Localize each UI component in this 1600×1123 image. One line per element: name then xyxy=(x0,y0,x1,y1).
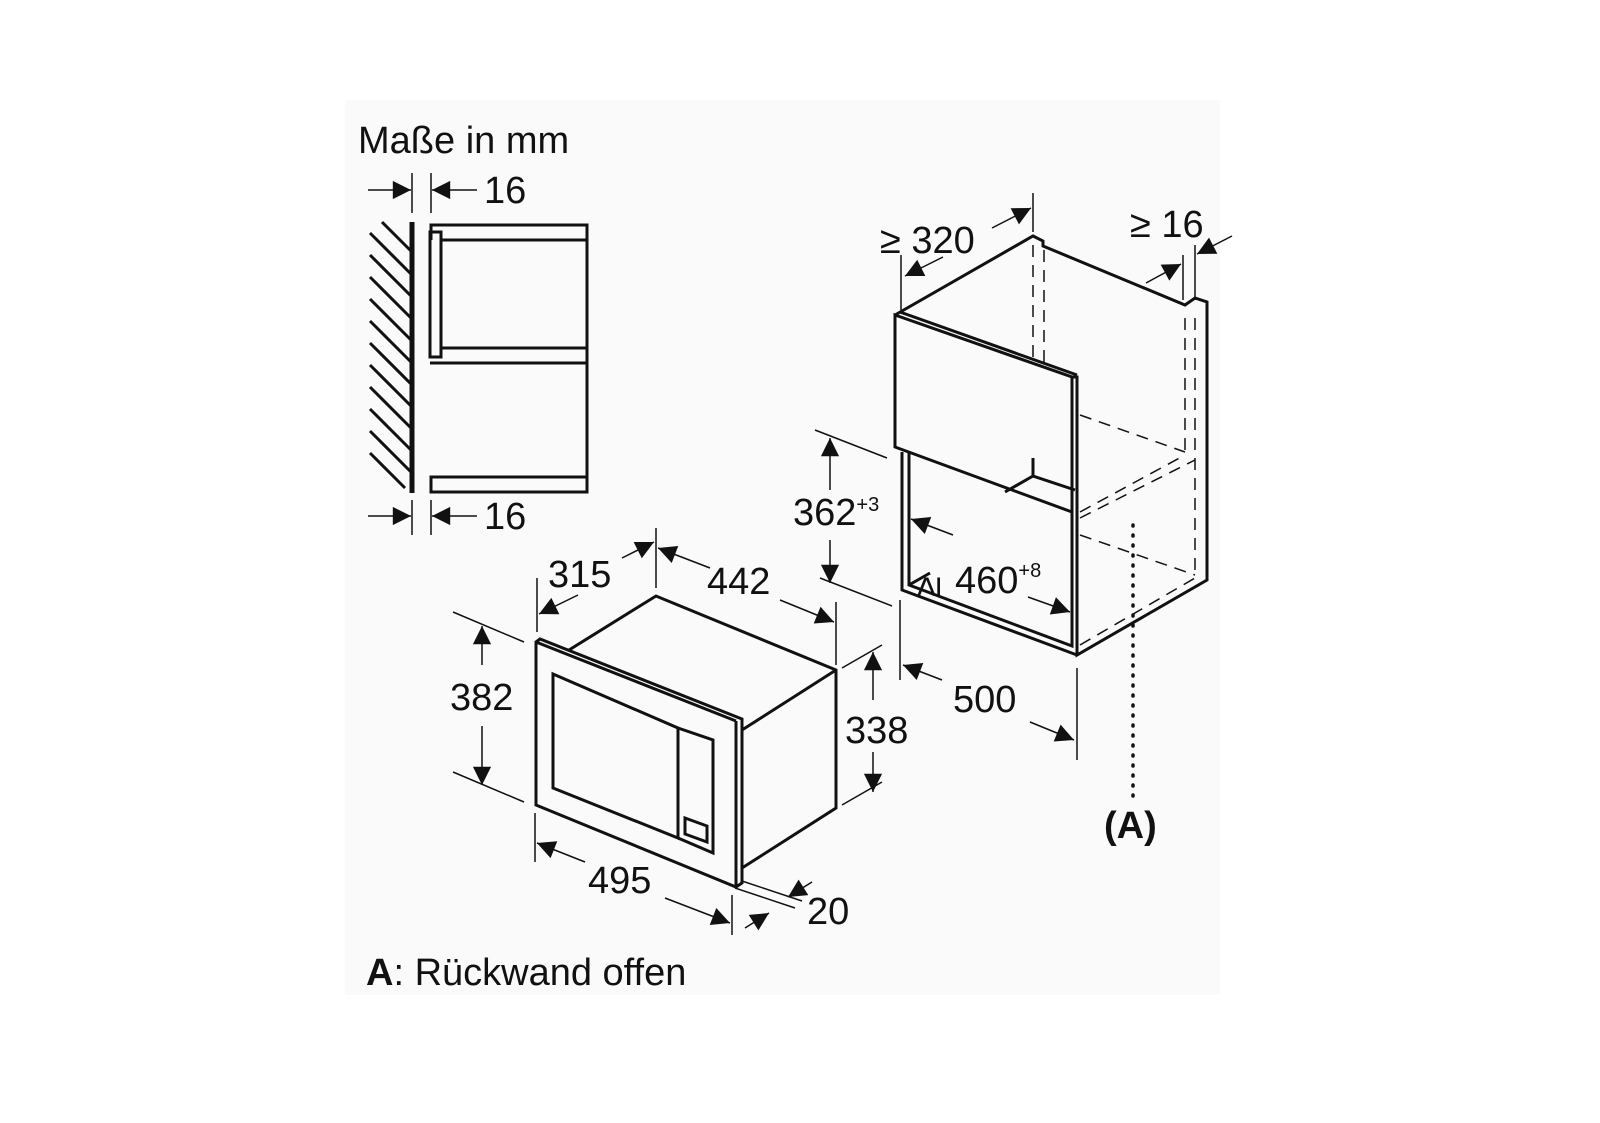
wall-cabinet: ≥ 320 ≥ 16 362+3 ≥ 460+8 500 (A) xyxy=(793,193,1233,847)
width-495-label: 495 xyxy=(588,860,651,902)
rear-gap-dimension: ≥ 16 xyxy=(1130,204,1233,300)
width-442-dimension: 442 xyxy=(657,546,837,665)
microwave: 315 442 382 338 495 xyxy=(450,528,908,935)
height-338-dimension: 338 xyxy=(841,644,908,806)
cabinet-side-section xyxy=(428,223,589,494)
height-338-label: 338 xyxy=(845,710,908,752)
front-frame xyxy=(534,637,744,889)
depth-315-label: 315 xyxy=(548,554,611,596)
thickness-20-label: 20 xyxy=(807,891,849,933)
height-382-label: 382 xyxy=(450,677,513,719)
units-title: Maße in mm xyxy=(358,120,569,162)
depth-315-dimension: 315 xyxy=(536,528,657,632)
width-495-dimension: 495 xyxy=(534,813,733,935)
lower-opening xyxy=(900,452,1078,657)
bottom-gap-dimension: 16 xyxy=(368,496,526,538)
opening-width-label: 460+8 xyxy=(955,560,1041,602)
thickness-20-dimension: 20 xyxy=(734,879,849,933)
display xyxy=(683,815,709,845)
opening-height-label: 362+3 xyxy=(793,492,879,534)
hidden-edges xyxy=(1032,245,1196,646)
cabinet-width-dimension: 500 xyxy=(899,600,1078,760)
footnote: A: Rückwand offen xyxy=(366,952,686,994)
cabinet-width-label: 500 xyxy=(953,679,1016,721)
opening-width-dimension: ≥ 460+8 xyxy=(907,516,1071,615)
depth-320-label: ≥ 320 xyxy=(880,220,975,262)
wall-hatch xyxy=(368,220,414,490)
opening-width-prefix: ≥ xyxy=(907,576,949,597)
drawing-background xyxy=(345,100,1220,995)
side-view: 16 16 xyxy=(368,170,589,538)
top-gap-dimension: 16 xyxy=(368,170,526,213)
bottom-gap-label: 16 xyxy=(484,496,526,538)
control-panel xyxy=(677,726,715,856)
opening-height-dimension: 362+3 xyxy=(793,429,893,607)
height-382-dimension: 382 xyxy=(450,611,525,803)
rear-gap-label: ≥ 16 xyxy=(1130,204,1204,246)
top-gap-label: 16 xyxy=(484,170,526,212)
depth-320-dimension: ≥ 320 xyxy=(880,193,1034,310)
width-442-label: 442 xyxy=(707,561,770,603)
rear-marker-label: (A) xyxy=(1104,805,1157,847)
